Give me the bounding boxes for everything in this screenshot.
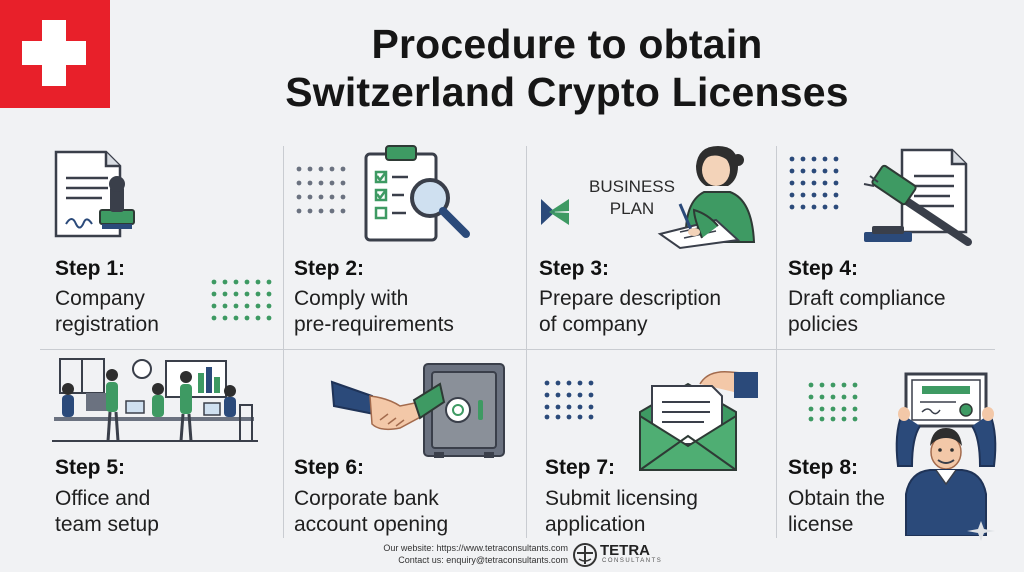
step-7-description: Submit licensing application [545,487,698,536]
step-2-description: Comply with pre-requirements [294,287,454,336]
tetra-logo-icon [573,543,597,567]
chevron-logo-icon [541,199,569,225]
brand-name: TETRA [600,542,650,559]
step-5-description: Office and team setup [55,487,159,536]
step-6-label: Step 6: [294,456,365,479]
person-certificate-icon [895,372,997,536]
grid-divider-vertical-2 [526,146,527,538]
grid-divider-horizontal [40,349,995,350]
step-1-label: Step 1: [55,257,126,280]
contact-email[interactable]: Contact us: enquiry@tetraconsultants.com [398,555,568,565]
sparkle-icon [967,521,995,541]
office-team-icon [52,358,258,442]
handshake-safe-icon [330,363,505,458]
decorative-dot-grid [808,382,858,422]
footer-contact-info: Our website: https://www.tetraconsultant… [383,542,568,566]
step-6-description: Corporate bank account opening [294,487,449,536]
business-plan-writer-icon [657,146,756,250]
step-3-label: Step 3: [539,257,610,280]
business-plan-text: BUSINESS PLAN [589,177,675,218]
step-1-description: Company registration [55,287,159,336]
gavel-document-icon [863,148,972,246]
document-stamp-icon [54,150,135,238]
envelope-letter-icon [639,371,758,471]
page-title: Procedure to obtain Switzerland Crypto L… [110,20,1024,116]
title-line-1: Procedure to obtain [371,21,763,67]
grid-divider-vertical-3 [776,146,777,538]
step-8-description: Obtain the license [788,487,885,536]
clipboard-magnifier-icon [364,145,470,242]
step-3-description: Prepare description of company [539,287,722,336]
step-5-label: Step 5: [55,456,126,479]
website-link[interactable]: Our website: https://www.tetraconsultant… [383,543,568,553]
footer: Our website: https://www.tetraconsultant… [0,542,1024,568]
brand-subtitle: CONSULTANTS [602,558,663,564]
step-4-description: Draft compliance policies [788,287,946,336]
decorative-dot-grid [296,166,346,214]
grid-divider-vertical-1 [283,146,284,538]
step-2-label: Step 2: [294,257,365,280]
swiss-flag-icon [0,0,110,108]
decorative-dot-grid [544,380,594,420]
step-4-label: Step 4: [788,257,859,280]
step-8-label: Step 8: [788,456,859,479]
decorative-dot-grid [211,279,272,321]
title-line-2: Switzerland Crypto Licenses [285,69,849,115]
step-7-label: Step 7: [545,456,616,479]
decorative-dot-grid [789,156,839,210]
